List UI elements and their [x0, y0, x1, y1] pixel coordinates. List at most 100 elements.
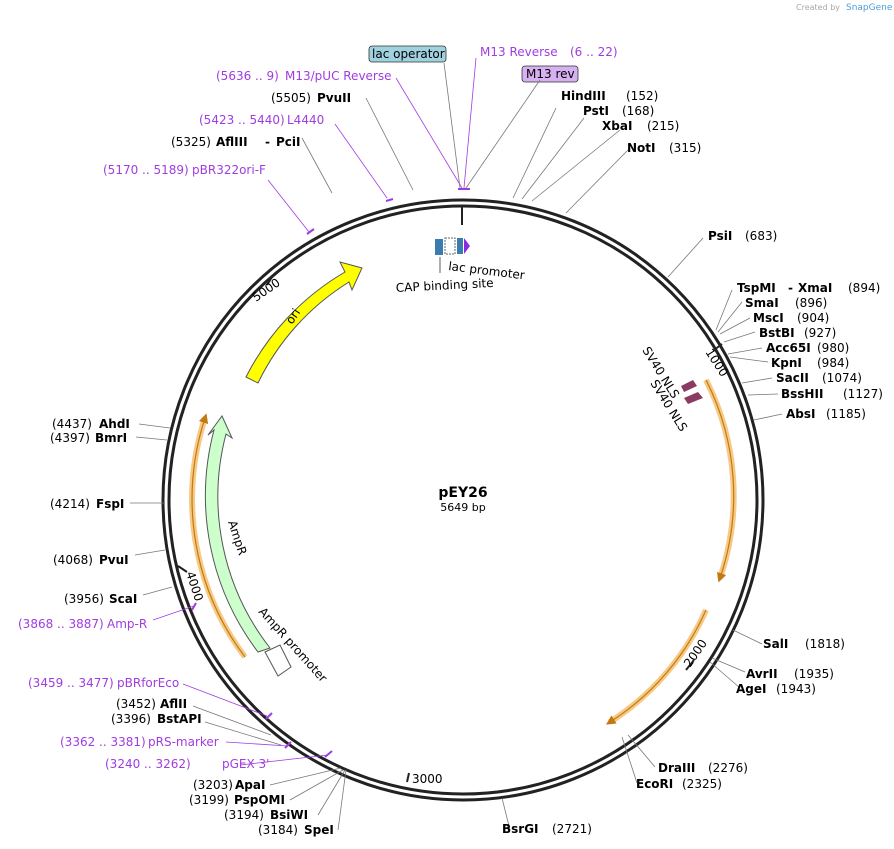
- site-aflii-name: AflII: [160, 697, 187, 711]
- site-sali-pos: (1818): [805, 637, 845, 651]
- site-kpni-pos: (984): [817, 356, 849, 370]
- cap-site-label: CAP binding site: [395, 276, 493, 295]
- site-bmri-name: BmrI: [95, 431, 127, 445]
- primer-pbrforeco-name: pBRforEco: [117, 676, 179, 690]
- site-pvui-name: PvuI: [99, 553, 129, 567]
- m13-rev-text: M13 rev: [526, 67, 575, 81]
- ampr-feature[interactable]: [204, 415, 271, 653]
- site-noti-name: NotI: [627, 141, 656, 155]
- site-apai-pos: (3203): [193, 778, 233, 792]
- orf-right-bg: [703, 378, 737, 579]
- site-pvuii-name: PvuII: [317, 91, 351, 105]
- site-xbai-name: XbaI: [602, 119, 632, 133]
- sv40-nls-feature-2[interactable]: [684, 392, 703, 404]
- cap-site-feature[interactable]: [435, 239, 443, 255]
- primer-prs-marker-name: pRS-marker: [148, 735, 219, 749]
- site-fspi-name: FspI: [96, 497, 124, 511]
- primer-l4440-name: L4440: [287, 113, 324, 127]
- site-avrii-pos: (1935): [794, 667, 834, 681]
- lac-operator-box[interactable]: [368, 45, 447, 63]
- primer-amp-r-range: (3868 .. 3887): [18, 617, 104, 631]
- plasmid-length: 5649 bp: [440, 501, 485, 514]
- site-smai-pos: (896): [795, 296, 827, 310]
- site-bstapi-name: BstAPI: [157, 712, 202, 726]
- ampr-label: AmpR: [225, 519, 249, 557]
- lac-operator-text: lac operator: [372, 47, 445, 61]
- primer-leader-lines: [152, 57, 477, 766]
- primer-amp-r-name: Amp-R: [107, 617, 147, 631]
- site-bmri-pos: (4397): [50, 431, 90, 445]
- site-psti-pos: (168): [622, 104, 654, 118]
- site-bsrgi-name: BsrGI: [502, 822, 539, 836]
- site-acc65i-pos: (980): [817, 341, 849, 355]
- tick-3000: 3000: [412, 772, 443, 786]
- site-agei-pos: (1943): [776, 682, 816, 696]
- site-acc65i-name: Acc65I: [766, 341, 811, 355]
- site-bstbi-name: BstBI: [759, 326, 795, 340]
- lac-operator-feature[interactable]: [457, 238, 463, 254]
- primer-pgex3-name: pGEX 3': [222, 757, 269, 771]
- site-sali-name: SalI: [763, 637, 788, 651]
- m13-rev-feature[interactable]: [464, 238, 470, 254]
- site-ecori-pos: (2325): [682, 777, 722, 791]
- leader-lines: [130, 62, 783, 831]
- site-pvui-pos: (4068): [53, 553, 93, 567]
- site-spei-pos: (3184): [258, 823, 298, 837]
- site-bsshii-name: BssHII: [781, 387, 823, 401]
- ticks: [177, 206, 723, 783]
- primer-prs-marker-range: (3362 .. 3381): [60, 735, 146, 749]
- site-absi-name: AbsI: [786, 407, 815, 421]
- lac-promoter-feature[interactable]: [444, 237, 456, 255]
- site-ahdi-pos: (4437): [52, 417, 92, 431]
- site-absi-pos: (1185): [826, 407, 866, 421]
- orf-left[interactable]: [191, 413, 246, 658]
- site-hindiii-pos: (152): [626, 89, 658, 103]
- primer-l4440-range: (5423 .. 5440): [199, 113, 285, 127]
- site-pcii-name: PciI: [276, 135, 301, 149]
- site-pvuii-pos: (5505): [271, 91, 311, 105]
- site-pspomi-pos: (3199): [189, 793, 229, 807]
- site-xbai-pos: (215): [647, 119, 679, 133]
- site-tspmi-pos: (894): [848, 281, 880, 295]
- tick-1000: 1000: [702, 346, 730, 379]
- site-bsshii-pos: (1127): [843, 387, 883, 401]
- site-bsiwi-name: BsiWI: [270, 808, 308, 822]
- sv40-nls-feature-1[interactable]: [681, 380, 697, 392]
- site-kpni-name: KpnI: [771, 356, 802, 370]
- primer-pgex3-range: (3240 .. 3262): [105, 757, 191, 771]
- primer-pbrforeco-range: (3459 .. 3477): [28, 676, 114, 690]
- site-pspomi-name: PspOMI: [234, 793, 285, 807]
- site-tspmi-name: TspMI: [737, 281, 776, 295]
- site-spei-name: SpeI: [304, 823, 334, 837]
- primer-marks: [191, 188, 470, 758]
- site-bsrgi-pos: (2721): [552, 822, 592, 836]
- site-draiii-name: DraIII: [658, 761, 695, 775]
- site-xmai-name: XmaI: [798, 281, 832, 295]
- ori-feature[interactable]: [245, 261, 363, 384]
- site-hindiii-name: HindIII: [561, 89, 606, 103]
- snapgene-logo: SnapGene: [846, 3, 893, 13]
- orf-bottom[interactable]: [605, 609, 707, 725]
- site-psii-name: PsiI: [708, 229, 732, 243]
- site-scai-name: ScaI: [109, 592, 137, 606]
- site-afliii-sep: -: [265, 135, 270, 149]
- credit-text: Created by: [796, 3, 840, 12]
- site-fspi-pos: (4214): [50, 497, 90, 511]
- site-draiii-pos: (2276): [708, 761, 748, 775]
- site-apai-name: ApaI: [235, 778, 265, 792]
- orf-right[interactable]: [705, 379, 735, 583]
- site-aflii-pos: (3452): [116, 697, 156, 711]
- primer-m13-reverse-name: M13 Reverse: [480, 45, 558, 59]
- primer-pbr322ori-range: (5170 .. 5189): [103, 163, 189, 177]
- site-afliii-name: AflIII: [216, 135, 248, 149]
- site-scai-pos: (3956): [64, 592, 104, 606]
- ampr-promoter-feature[interactable]: [264, 644, 292, 677]
- site-bstapi-pos: (3396): [111, 712, 151, 726]
- m13-rev-box[interactable]: [521, 65, 579, 83]
- site-msci-name: MscI: [753, 311, 784, 325]
- site-smai-name: SmaI: [745, 296, 779, 310]
- site-sacii-name: SacII: [776, 371, 809, 385]
- site-psti-name: PstI: [583, 104, 609, 118]
- site-ahdi-name: AhdI: [99, 417, 130, 431]
